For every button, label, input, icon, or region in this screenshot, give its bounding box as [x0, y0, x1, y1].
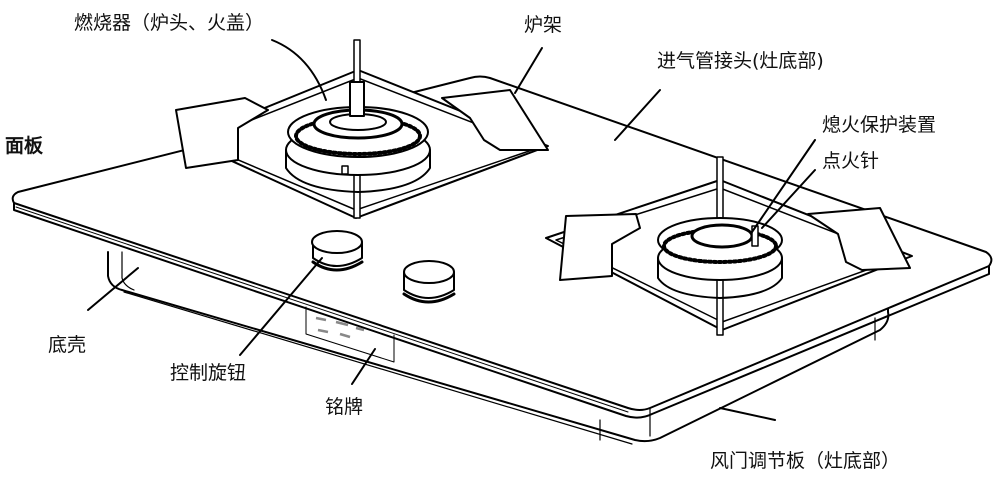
leader-lines: [87, 39, 816, 421]
leader-air-damper: [719, 407, 776, 421]
leader-bottom-shell: [87, 267, 139, 311]
label-air-damper: 风门调节板（灶底部）: [710, 450, 901, 472]
label-bottom-shell: 底壳: [48, 334, 87, 356]
nameplate: [305, 306, 395, 363]
leader-control-knob: [239, 257, 323, 356]
leader-ignition-needle: [761, 169, 816, 229]
leader-nameplate: [351, 348, 376, 385]
label-flame-failure-device: 熄火保护装置: [822, 114, 937, 136]
label-gas-inlet: 进气管接头(灶底部): [657, 50, 824, 72]
leader-burner: [271, 39, 327, 101]
label-panel: 面板: [5, 135, 44, 157]
leader-flame-failure: [751, 139, 816, 233]
label-burner: 燃烧器（炉头、火盖）: [74, 12, 265, 34]
label-control-knob: 控制旋钮: [170, 362, 247, 384]
leader-gas-inlet: [614, 89, 661, 141]
right-burner-assembly: [545, 156, 913, 336]
control-knobs: [311, 230, 456, 304]
label-pot-support: 炉架: [524, 14, 563, 36]
left-burner-assembly: [175, 39, 549, 219]
label-ignition-needle: 点火针: [822, 150, 880, 172]
label-nameplate: 铭牌: [325, 396, 364, 418]
leader-pot-support: [514, 47, 543, 94]
